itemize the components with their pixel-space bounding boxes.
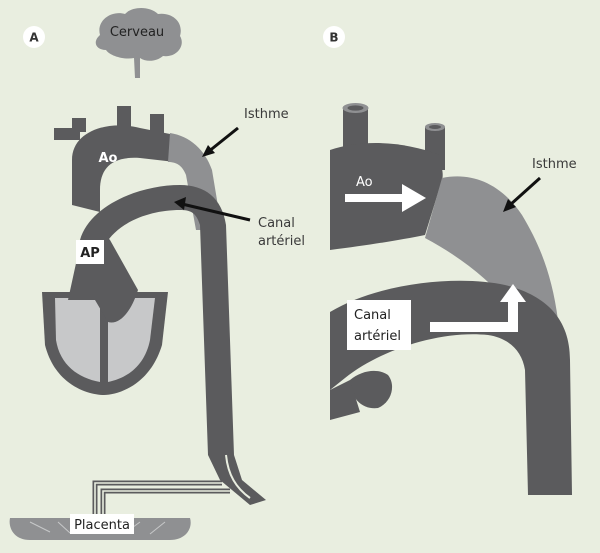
ap-label: AP: [80, 246, 100, 261]
panel-b: B Ao Isthme: [323, 26, 577, 495]
brain-icon: [95, 8, 182, 78]
placenta-label: Placenta: [74, 518, 130, 533]
canal-label-a-line2: artériel: [258, 234, 305, 249]
panel-b-badge: [323, 26, 345, 48]
placenta-label-box: [70, 514, 134, 534]
vessel-stub-b: [330, 380, 360, 420]
isthme-arrow-a-icon: [202, 126, 239, 157]
canal-label-box-b: [347, 300, 411, 350]
aorta-label-a: Ao: [99, 151, 118, 166]
aortic-arch: [54, 106, 175, 212]
canal-label-b-line2: artériel: [354, 329, 401, 344]
isthmus-b: [425, 176, 558, 320]
brain-label: Cerveau: [110, 25, 164, 40]
panel-a: A Cerveau: [9, 8, 305, 540]
flow-arrow-canal-icon: [430, 284, 526, 332]
panel-b-letter: B: [329, 31, 338, 45]
panel-a-badge: [23, 26, 45, 48]
neck-vessels-b: [330, 103, 445, 175]
isthme-label-a: Isthme: [244, 107, 289, 122]
vessel-bump-b: [350, 370, 393, 409]
canal-label-a-line1: Canal: [258, 216, 295, 231]
umbilical-vessels: [92, 480, 230, 515]
isthme-label-b: Isthme: [532, 157, 577, 172]
ductus-and-descending-aorta: [80, 185, 266, 505]
flow-arrow-aorta-icon: [345, 184, 426, 212]
panel-a-letter: A: [29, 31, 39, 45]
canal-label-b-line1: Canal: [354, 308, 391, 323]
canal-arrow-a-icon: [174, 197, 251, 222]
aorta-label-b: Ao: [356, 175, 373, 190]
ap-label-box: [76, 240, 104, 264]
isthme-arrow-b-icon: [503, 176, 542, 212]
